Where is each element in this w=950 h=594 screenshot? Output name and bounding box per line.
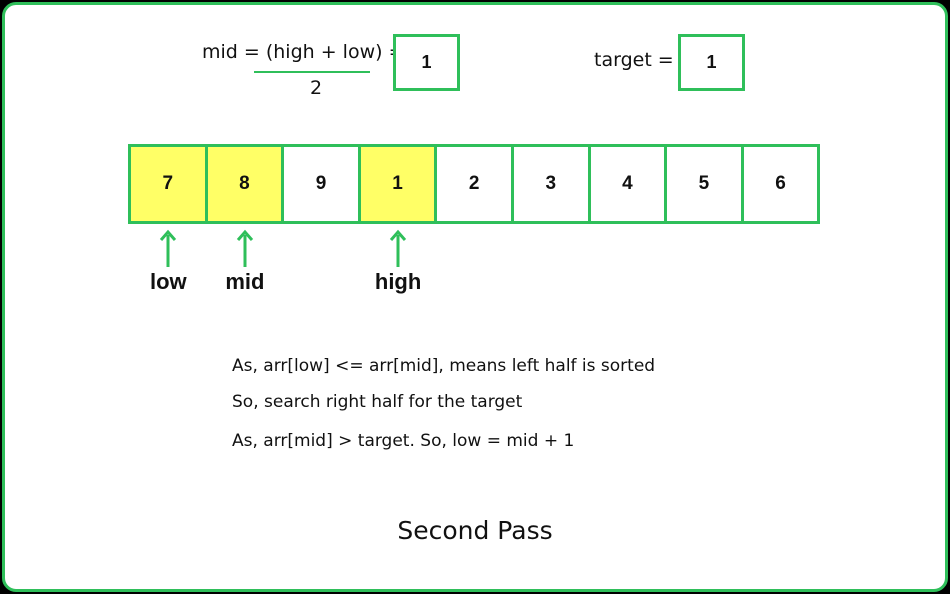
up-arrow-icon [160,229,177,267]
array-cell: 9 [284,147,361,221]
target-label: target = [594,49,674,71]
fraction-bar [254,71,370,73]
note-update-low: As, arr[mid] > target. So, low = mid + 1 [232,431,575,451]
array-cell: 5 [667,147,744,221]
array-cell: 3 [513,147,591,221]
mid-value-box: 1 [393,34,460,91]
array-cell: 2 [437,147,514,221]
array-cell: 7 [131,147,208,221]
mid-formula-denominator: 2 [310,77,323,99]
caption: Second Pass [397,516,553,545]
mid-formula-numerator: mid = (high + low) = [202,41,405,63]
up-arrow-icon [389,229,407,267]
array-cell: 6 [743,147,821,221]
note-left-sorted: As, arr[low] <= arr[mid], means left hal… [232,356,656,376]
pointer-label-low: low [149,269,187,294]
array-cell: 4 [590,147,668,221]
up-arrow-icon [236,229,254,267]
array-cell: 8 [207,147,285,221]
pointer-label-mid: mid [225,269,265,294]
array-cell: 1 [360,147,438,221]
note-search-right: So, search right half for the target [232,392,523,412]
target-value-box: 1 [678,34,745,91]
pointer-label-high: high [374,269,422,294]
